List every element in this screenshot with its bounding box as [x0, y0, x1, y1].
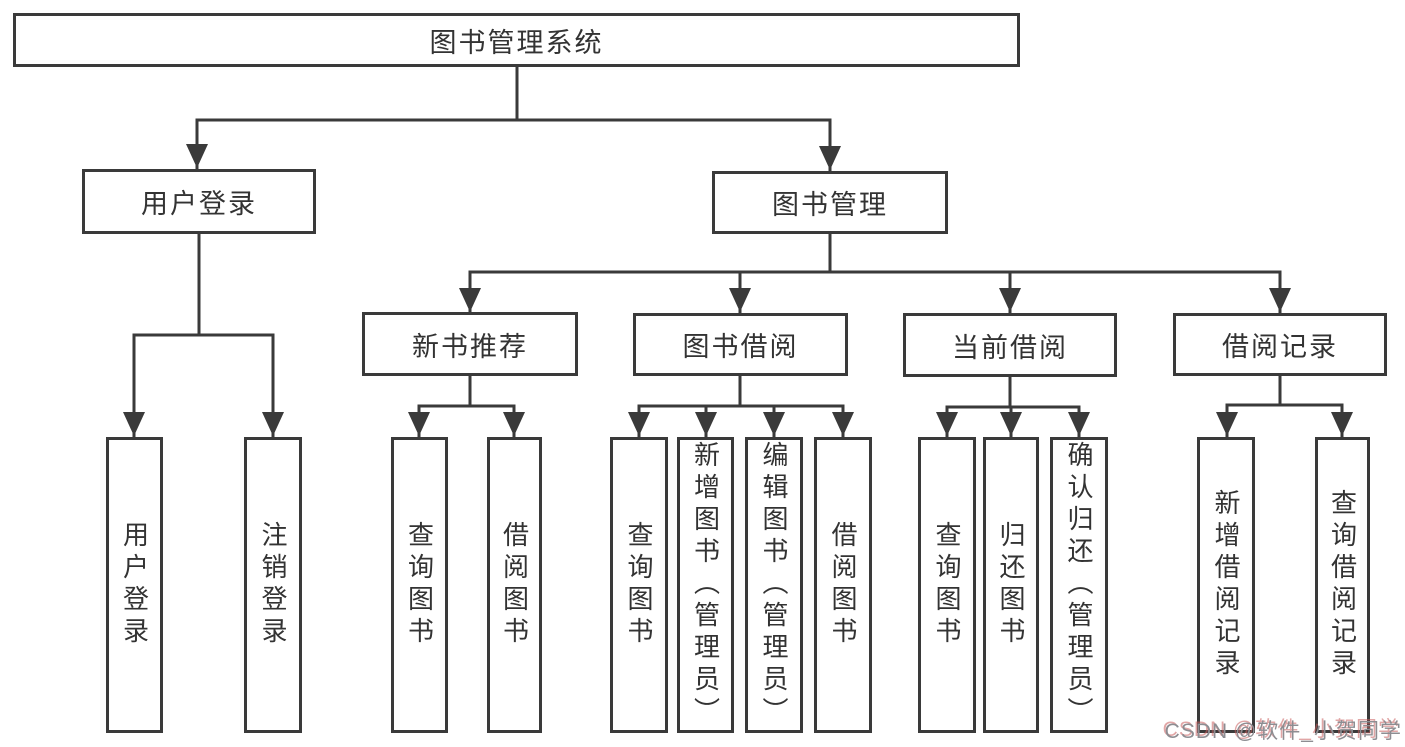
leaf-confirm-return-admin: 确认归还（管理员） [1050, 437, 1108, 733]
leaf-query-borrow-record: 查询借阅记录 [1315, 437, 1370, 733]
node-current-borrowing: 当前借阅 [903, 313, 1117, 377]
leaf-edit-book-admin: 编辑图书（管理员） [745, 437, 803, 733]
node-library-management-system: 图书管理系统 [13, 13, 1020, 67]
connector-bookmgmt-to-level3 [459, 232, 1291, 314]
node-book-management: 图书管理 [712, 171, 948, 234]
leaf-return-book: 归还图书 [983, 437, 1039, 733]
node-user-login: 用户登录 [82, 169, 316, 234]
connector-borrowrecord-branch [1216, 374, 1353, 438]
leaf-borrow-books: 借阅图书 [814, 437, 872, 733]
node-book-borrowing: 图书借阅 [633, 313, 848, 376]
node-borrowing-records: 借阅记录 [1173, 313, 1387, 376]
leaf-borrow-books-recommend: 借阅图书 [487, 437, 542, 733]
watermark-text: CSDN @软件_小贺同学 [1164, 720, 1402, 743]
connector-bookborrow-branch [628, 374, 854, 438]
leaf-logout: 注销登录 [244, 437, 302, 733]
connector-currentborrow-branch [936, 375, 1090, 438]
leaf-query-books-current: 查询图书 [918, 437, 976, 733]
connector-newbook-branch [408, 374, 525, 438]
node-new-book-recommendation: 新书推荐 [362, 312, 578, 376]
connector-root-to-level2 [186, 65, 841, 172]
leaf-add-book-admin: 新增图书（管理员） [677, 437, 734, 733]
leaf-user-login: 用户登录 [106, 437, 163, 733]
leaf-add-borrow-record: 新增借阅记录 [1197, 437, 1255, 733]
leaf-query-books-borrow: 查询图书 [610, 437, 668, 733]
leaf-query-books-recommend: 查询图书 [391, 437, 448, 733]
connector-userlogin-branch [123, 231, 284, 438]
